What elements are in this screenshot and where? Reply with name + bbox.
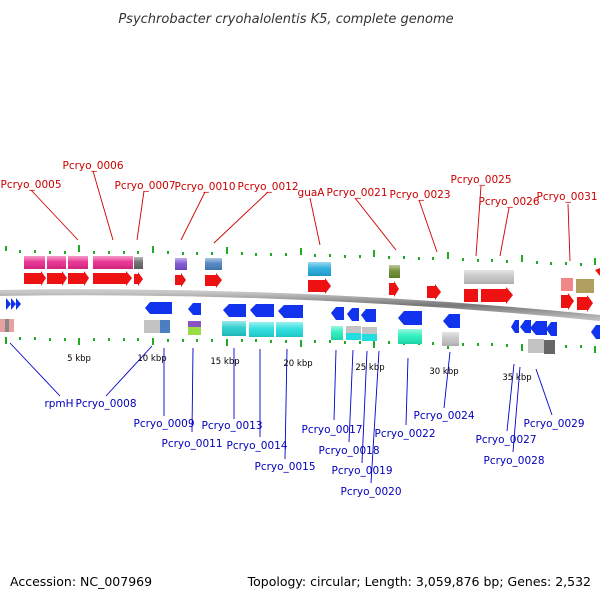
feature-pcryo-0019 [361, 309, 377, 341]
feature-pcryo-0006 [93, 256, 133, 286]
leaders-bottom [9, 342, 553, 484]
label-pcryo-0021[interactable]: Pcryo_0021 [326, 187, 387, 199]
forward-features [24, 256, 600, 312]
feature-pcryo-0028 [528, 321, 557, 354]
feature-guaA [308, 262, 331, 294]
feature-pcryo-0023 [427, 284, 441, 300]
label-pcryo-0010[interactable]: Pcryo_0010 [174, 181, 235, 193]
label-pcryo-0014[interactable]: Pcryo_0014 [226, 440, 287, 452]
label-pcryo-0018[interactable]: Pcryo_0018 [318, 445, 379, 457]
feature-pcryo-0007 [134, 257, 143, 286]
leaders-top [30, 170, 571, 262]
label-pcryo-0012[interactable]: Pcryo_0012 [237, 181, 298, 193]
feature-pcryo-0017 [331, 307, 344, 340]
accession-text: Accession: NC_007969 [10, 574, 152, 589]
label-pcryo-0006[interactable]: Pcryo_0006 [62, 160, 123, 172]
label-pcryo-0020[interactable]: Pcryo_0020 [340, 486, 401, 498]
label-pcryo-0007[interactable]: Pcryo_0007 [114, 180, 175, 192]
scale-label-5kbp: 5 kbp [67, 354, 91, 364]
label-pcryo-0025[interactable]: Pcryo_0025 [450, 174, 511, 186]
label-pcryo-0015[interactable]: Pcryo_0015 [254, 461, 315, 473]
feature-pcryo-0029 [591, 325, 600, 339]
label-pcryo-0028[interactable]: Pcryo_0028 [483, 455, 544, 467]
feature-pcryo-0013 [222, 304, 246, 336]
scale-label-25kbp: 25 kbp [355, 363, 384, 373]
bottom-labels: rpmH Pcryo_0008 Pcryo_0009 Pcryo_0011 Pc… [44, 398, 584, 498]
label-pcryo-0017[interactable]: Pcryo_0017 [301, 424, 362, 436]
label-pcryo-0027[interactable]: Pcryo_0027 [475, 434, 536, 446]
ticks-bottom [5, 337, 596, 353]
label-pcryo-0005[interactable]: Pcryo_0005 [0, 179, 61, 191]
scale-label-10kbp: 10 kbp [137, 354, 166, 364]
feature-pcryo-0018 [346, 308, 361, 340]
label-pcryo-0019[interactable]: Pcryo_0019 [331, 465, 392, 477]
feature-pcryo-0011 [188, 303, 201, 335]
genome-summary-text: Topology: circular; Length: 3,059,876 bp… [247, 574, 591, 589]
genome-backbone [0, 289, 600, 321]
map-title: Psychrobacter cryohalolentis K5, complet… [118, 12, 453, 27]
feature-pcryo-0025 [464, 270, 514, 302]
feature-pcryo-0027 [511, 320, 531, 333]
label-pcryo-0022[interactable]: Pcryo_0022 [374, 428, 435, 440]
scale-label-35kbp: 35 kbp [502, 373, 531, 383]
feature-pcryo-0009 [144, 302, 172, 333]
scale-label-15kbp: 15 kbp [210, 357, 239, 367]
label-pcryo-0031[interactable]: Pcryo_0031 [536, 191, 597, 203]
scale-labels: 5 kbp 10 kbp 15 kbp 20 kbp 25 kbp 30 kbp… [67, 354, 532, 383]
scale-label-20kbp: 20 kbp [283, 359, 312, 369]
ticks-top [5, 245, 596, 266]
feature-pcryo-0005c [68, 256, 89, 286]
label-pcryo-0023[interactable]: Pcryo_0023 [389, 189, 450, 201]
label-pcryo-0009[interactable]: Pcryo_0009 [133, 418, 194, 430]
feature-pcryo-0014 [249, 304, 274, 337]
scale-label-30kbp: 30 kbp [429, 367, 458, 377]
label-pcryo-0029[interactable]: Pcryo_0029 [523, 418, 584, 430]
feature-pcryo-0024 [442, 314, 460, 346]
label-rpmH[interactable]: rpmH [44, 398, 73, 410]
feature-pcryo-0012 [205, 258, 222, 288]
label-pcryo-0026[interactable]: Pcryo_0026 [478, 196, 539, 208]
feature-pcryo-0015 [276, 305, 303, 337]
label-pcryo-0013[interactable]: Pcryo_0013 [201, 420, 262, 432]
label-pcryo-0011[interactable]: Pcryo_0011 [161, 438, 222, 450]
feature-pcryo-0005b [47, 256, 67, 286]
top-labels: Pcryo_0005 Pcryo_0006 Pcryo_0007 Pcryo_0… [0, 160, 597, 208]
feature-pcryo-0021 [389, 265, 400, 297]
feature-pcryo-0010 [175, 258, 187, 287]
feature-pcryo-0005 [24, 256, 46, 286]
label-pcryo-0008[interactable]: Pcryo_0008 [75, 398, 136, 410]
label-guaA[interactable]: guaA [298, 187, 326, 199]
reverse-features [0, 298, 600, 354]
feature-rpmH [0, 298, 21, 332]
feature-pcryo-0026 [481, 287, 513, 304]
feature-pcryo-0022 [398, 311, 422, 344]
feature-pcryo-0031 [561, 268, 600, 312]
label-pcryo-0024[interactable]: Pcryo_0024 [413, 410, 474, 422]
